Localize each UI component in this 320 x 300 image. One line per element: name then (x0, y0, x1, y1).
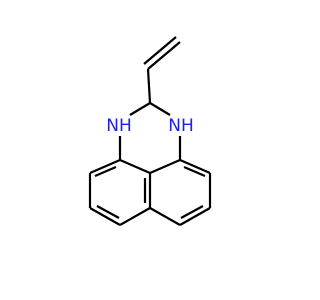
molecule-canvas: NH NH (88, 36, 212, 226)
bond-c2-n-left (129, 102, 151, 116)
bond-left-ring-1-inner (94, 165, 117, 178)
bond-vinyl-double-a (147, 41, 181, 70)
bond-vinyl-double-b (143, 36, 177, 65)
bond-right-ring-4 (149, 207, 181, 226)
bond-vinyl-single (146, 68, 152, 104)
bond-left-ring-3 (89, 207, 121, 226)
atom-label-nh-left: NH (106, 116, 132, 136)
bond-right-ring-3-inner (180, 205, 204, 219)
bond-ring-fusion-top-right (149, 158, 181, 175)
bond-right-ring-3 (179, 207, 211, 226)
bond-left-ring-1 (89, 158, 121, 175)
bond-right-ring-1 (179, 158, 211, 175)
bond-left-ring-3-inner (96, 205, 120, 219)
atom-label-nh-right: NH (168, 116, 194, 136)
bond-left-ring-4 (119, 207, 151, 226)
bond-ring-fusion-top (119, 158, 151, 175)
bond-right-ring-1-inner (183, 165, 206, 178)
molecule-structure: NH NH (88, 36, 212, 226)
bond-c2-n-right (149, 102, 171, 116)
